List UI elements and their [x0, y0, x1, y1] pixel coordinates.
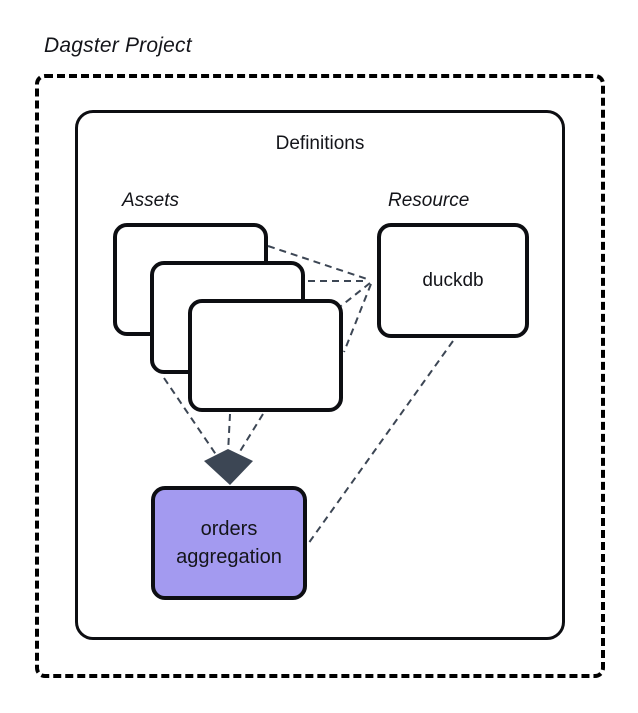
assets-group-label: Assets — [122, 190, 180, 211]
resource-group-label: Resource — [388, 190, 470, 211]
orders-node-label-line2: aggregation — [176, 546, 282, 568]
definitions-label: Definitions — [275, 133, 365, 154]
orders-node-label-line1: orders — [200, 518, 258, 540]
dagster-project-boundary — [35, 74, 605, 678]
asset-card-front — [188, 299, 343, 412]
duckdb-resource-node: duckdb — [377, 223, 529, 338]
orders-aggregation-node: orders aggregation — [151, 486, 307, 600]
duckdb-node-label: duckdb — [422, 269, 484, 291]
definitions-boundary — [75, 110, 565, 640]
dagster-project-title: Dagster Project — [44, 34, 192, 57]
